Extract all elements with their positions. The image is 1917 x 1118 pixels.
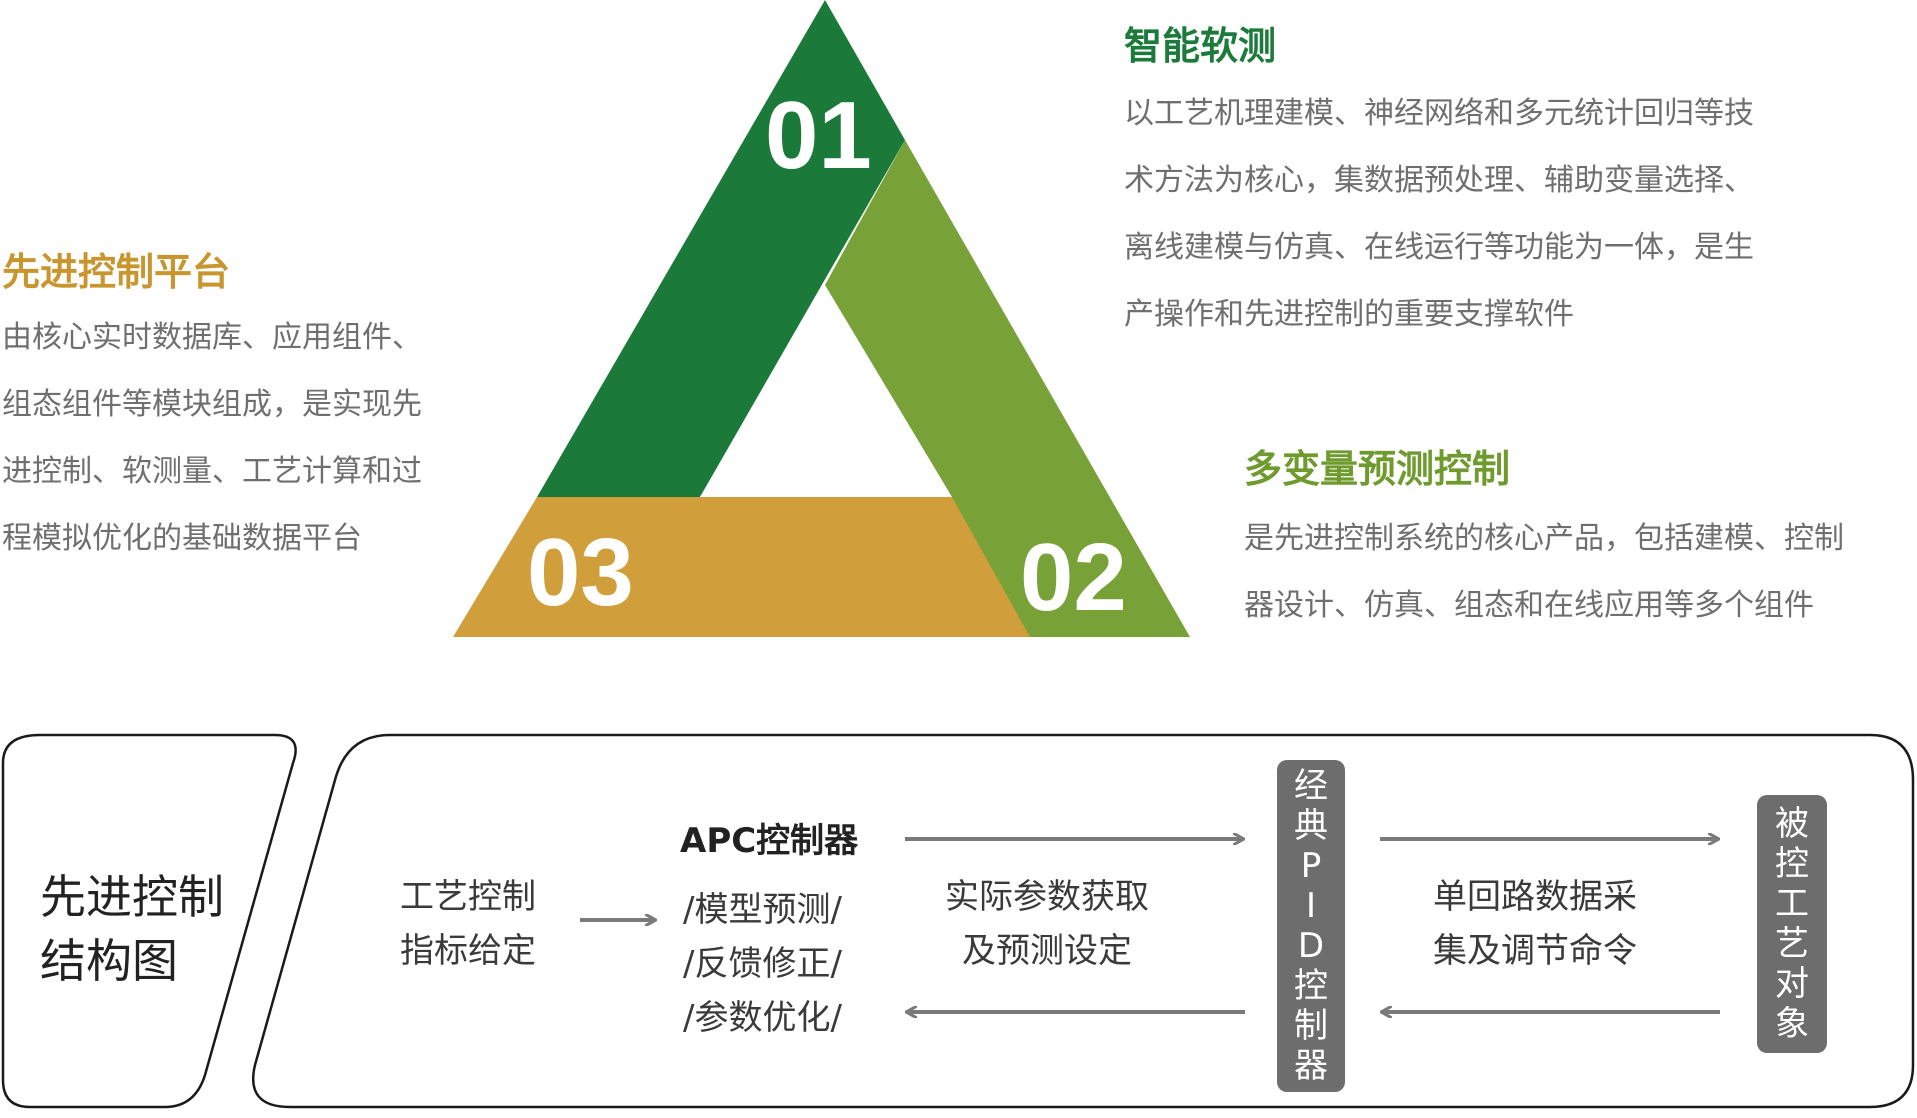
triangle-graphic — [453, 0, 1190, 637]
soft-sensing-line: 术方法为核心，集数据预处理、辅助变量选择、 — [1124, 163, 1754, 198]
apc-controller-title: APC控制器 — [680, 821, 859, 861]
pid-char: 器 — [1294, 1046, 1328, 1086]
soft-sensing-line: 产操作和先进控制的重要支撑软件 — [1124, 297, 1574, 332]
soft-sensing-description: 以工艺机理建模、神经网络和多元统计回归等技 术方法为核心，集数据预处理、辅助变量… — [1124, 80, 1754, 348]
plant-char: 被 — [1775, 804, 1809, 844]
pid-char: 典 — [1294, 806, 1328, 846]
pid-char: 制 — [1294, 1006, 1328, 1046]
soft-sensing-line: 离线建模与仿真、在线运行等功能为一体，是生 — [1124, 230, 1754, 265]
apc-platform-line: 由核心实时数据库、应用组件、 — [2, 320, 422, 355]
structure-label: 先进控制 结构图 — [40, 865, 224, 993]
apc-function-line: /模型预测/ — [683, 890, 842, 930]
apc-function-line: /反馈修正/ — [683, 944, 842, 984]
single-loop-line: 集及调节命令 — [1433, 931, 1637, 971]
actual-params-line: 及预测设定 — [962, 931, 1132, 971]
number-01: 01 — [765, 82, 872, 189]
pid-char: 经 — [1294, 766, 1328, 806]
segment-01 — [537, 0, 905, 497]
plant-char: 工 — [1775, 884, 1809, 924]
number-03: 03 — [527, 519, 634, 626]
soft-sensing-line: 以工艺机理建模、神经网络和多元统计回归等技 — [1124, 96, 1754, 131]
pid-controller-box: 经 典 P I D 控 制 器 — [1277, 760, 1345, 1092]
number-02: 02 — [1020, 524, 1127, 631]
structure-label-line: 结构图 — [40, 934, 178, 988]
apc-platform-line: 程模拟优化的基础数据平台 — [2, 521, 362, 556]
mpc-title: 多变量预测控制 — [1244, 447, 1511, 491]
segment-03 — [453, 497, 1030, 637]
pid-char: P — [1300, 846, 1322, 886]
structure-label-line: 先进控制 — [40, 870, 224, 924]
plant-char: 象 — [1775, 1004, 1809, 1044]
plant-char: 控 — [1775, 844, 1809, 884]
process-target: 工艺控制 指标给定 — [400, 870, 536, 978]
apc-platform-line: 进控制、软测量、工艺计算和过 — [2, 454, 422, 489]
segment-02 — [825, 140, 1190, 637]
mpc-line: 器设计、仿真、组态和在线应用等多个组件 — [1244, 588, 1814, 623]
pid-char: I — [1305, 886, 1317, 926]
actual-params: 实际参数获取 及预测设定 — [945, 870, 1149, 978]
process-target-line: 指标给定 — [400, 931, 536, 971]
process-target-line: 工艺控制 — [400, 877, 536, 917]
structure-frames — [1, 733, 1915, 1109]
apc-functions: /模型预测/ /反馈修正/ /参数优化/ — [683, 883, 842, 1045]
apc-function-line: /参数优化/ — [683, 998, 842, 1038]
plant-char: 艺 — [1775, 924, 1809, 964]
soft-sensing-title: 智能软测 — [1124, 24, 1277, 68]
single-loop-line: 单回路数据采 — [1433, 877, 1637, 917]
label-frame — [1, 733, 297, 1109]
plant-box: 被 控 工 艺 对 象 — [1757, 795, 1827, 1053]
mpc-line: 是先进控制系统的核心产品，包括建模、控制 — [1244, 521, 1844, 556]
plant-char: 对 — [1775, 964, 1809, 1004]
apc-platform-title: 先进控制平台 — [2, 250, 231, 294]
pid-char: D — [1297, 926, 1325, 966]
pid-char: 控 — [1294, 966, 1328, 1006]
apc-platform-description: 由核心实时数据库、应用组件、 组态组件等模块组成，是实现先 进控制、软测量、工艺… — [2, 304, 422, 572]
triangle-diagram: 01 02 03 — [453, 0, 1190, 637]
apc-platform-line: 组态组件等模块组成，是实现先 — [2, 387, 422, 422]
triangle-hole — [700, 285, 952, 497]
mpc-description: 是先进控制系统的核心产品，包括建模、控制 器设计、仿真、组态和在线应用等多个组件 — [1244, 505, 1844, 639]
single-loop: 单回路数据采 集及调节命令 — [1433, 870, 1637, 978]
structure-diagram: 先进控制 结构图 工艺控制 指标给定 APC控制器 /模型预测/ /反馈修正/ … — [0, 725, 1917, 1118]
actual-params-line: 实际参数获取 — [945, 877, 1149, 917]
